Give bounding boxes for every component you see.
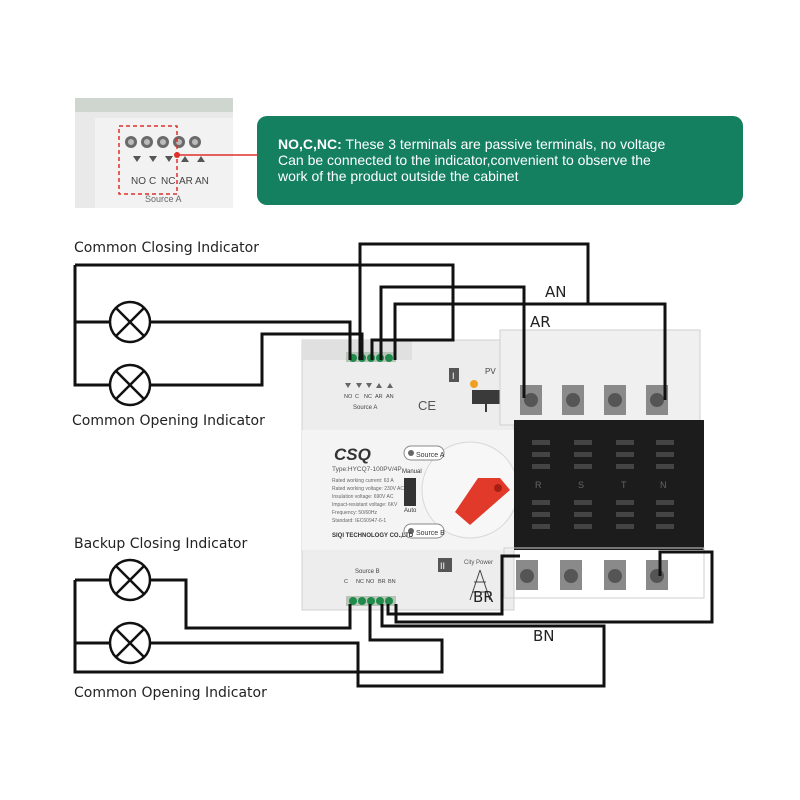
callout-line: Can be connected to the indicator,conven… [278, 152, 651, 168]
backup-closing-indicator-label: Backup Closing Indicator [74, 536, 248, 552]
spec-line: Frequency: 50/60Hz [332, 510, 378, 516]
thumb-terminal-label: AN [195, 176, 209, 187]
lamp-icon [108, 558, 152, 602]
svg-text:C: C [344, 579, 348, 585]
pole-label: T [621, 480, 627, 490]
auto-label: Auto [404, 508, 417, 514]
wire-ar-label: AR [530, 313, 551, 331]
switch-handle[interactable] [455, 478, 510, 525]
svg-text:NO: NO [344, 394, 353, 400]
pole-label: S [578, 480, 584, 490]
transfer-switch-device: Source A Source B Manual Auto CSQ Type:H… [301, 339, 519, 611]
ce-mark: CE [418, 398, 436, 413]
spec-line: Rated working voltage: 230V AC [332, 486, 404, 492]
spec-line: Standard: IEC60947-6-1 [332, 518, 386, 524]
spec-line: Rated working current: 63 A [332, 478, 394, 484]
callout-line: work of the product outside the cabinet [278, 168, 519, 184]
lamp-icon [108, 300, 152, 344]
svg-text:NC: NC [364, 394, 372, 400]
common-opening-indicator-label: Common Opening Indicator [74, 685, 267, 701]
thumb-terminal-label: NO [131, 176, 146, 187]
svg-text:Source A: Source A [416, 452, 445, 459]
wiring-lines [73, 242, 714, 688]
svg-text:I: I [452, 371, 455, 381]
callout-line: These 3 terminals are passive terminals,… [341, 136, 666, 152]
svg-text:NO: NO [366, 579, 375, 585]
solar-panel-icon [470, 380, 500, 412]
breaker-poles: R S T N [499, 329, 705, 599]
brand-logo: CSQ [334, 445, 371, 464]
manual-label: Manual [402, 469, 422, 475]
highlight-box [118, 125, 178, 195]
svg-text:NC: NC [356, 579, 364, 585]
company-name: SIQI TECHNOLOGY CO.,LTD [332, 533, 414, 539]
lamp-icon [108, 621, 152, 665]
common-opening-indicator-label: Common Opening Indicator [72, 413, 265, 429]
roman-badge-2 [438, 558, 452, 572]
pv-label: PV [485, 367, 496, 376]
spec-line: Insulation voltage: 690V AC [332, 494, 394, 500]
svg-text:AR: AR [375, 394, 383, 400]
source-a-button[interactable]: Source A [403, 445, 445, 461]
svg-text:II: II [440, 561, 445, 571]
svg-text:AN: AN [386, 394, 394, 400]
roman-badge-1 [449, 368, 459, 382]
spec-type: Type:HYCQ7-100PV/4P [332, 466, 402, 473]
callout-title: NO,C,NC: [278, 136, 342, 152]
mode-slider[interactable] [404, 478, 416, 506]
svg-text:BN: BN [388, 579, 396, 585]
source-a-label: Source A [353, 405, 377, 411]
svg-text:Source B: Source B [416, 530, 445, 537]
pole-label: N [660, 480, 667, 490]
wire-br-label: BR [473, 588, 494, 606]
svg-text:C: C [355, 394, 359, 400]
city-power-label: City Power [464, 560, 493, 566]
wire-bn-label: BN [533, 627, 555, 645]
thumb-terminal-label: AR [179, 176, 193, 187]
pole-label: R [535, 480, 542, 490]
lamp-icon [108, 363, 152, 407]
terminal-info-callout: NO,C,NC: These 3 terminals are passive t… [257, 116, 743, 205]
svg-text:BR: BR [378, 579, 386, 585]
thumb-terminal-label: NC [161, 176, 175, 187]
thumb-terminal-label: C [149, 176, 156, 187]
power-tower-icon [469, 569, 491, 601]
terminal-closeup-thumbnail: NO C NC AR AN Source A [75, 98, 233, 208]
source-b-label: Source B [355, 569, 380, 575]
common-closing-indicator-label: Common Closing Indicator [74, 240, 259, 256]
bottom-terminal-block: Source B C NC NO BR BN [344, 569, 396, 606]
source-b-button[interactable]: Source B [403, 523, 445, 539]
thumb-source-label: Source A [145, 194, 182, 204]
wire-an-label: AN [545, 283, 567, 301]
spec-line: Impact-resistant voltage: 6KV [332, 502, 398, 508]
